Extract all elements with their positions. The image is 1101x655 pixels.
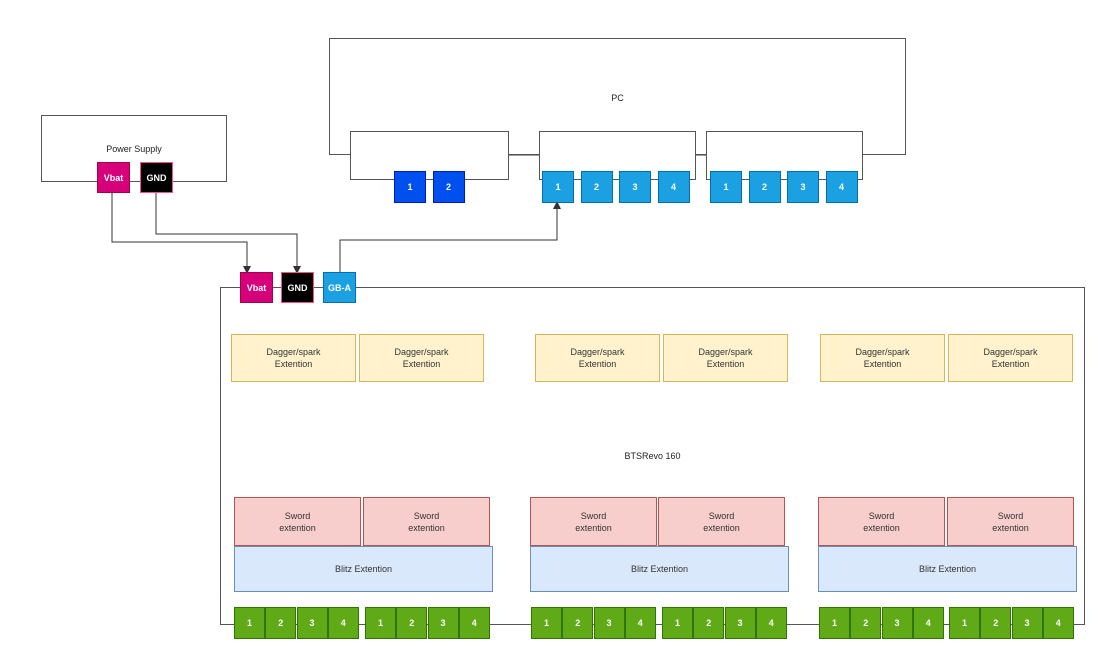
power-supply-vbat-port: Vbat (97, 162, 130, 193)
green-port: 3 (724, 607, 756, 639)
green-port: 1 (819, 607, 850, 639)
gba-wire (339, 201, 561, 272)
green-port: 3 (881, 607, 913, 639)
green-port: 2 (693, 607, 725, 639)
pc-port: 2 (580, 171, 613, 203)
dagger-extension: Dagger/spark Extention (359, 334, 484, 382)
green-port: 2 (396, 607, 428, 639)
green-port: 1 (234, 607, 265, 639)
dagger-extension: Dagger/spark Extention (948, 334, 1073, 382)
blitz-extension: Blitz Extention (234, 546, 493, 592)
pc-port: 1 (542, 171, 574, 203)
green-port: 2 (980, 607, 1012, 639)
blitz-extension: Blitz Extention (530, 546, 789, 592)
green-port: 2 (850, 607, 882, 639)
power-supply-box: Power Supply (41, 115, 227, 182)
green-port: 4 (755, 607, 787, 639)
green-port: 2 (265, 607, 297, 639)
sword-extension: Sword extention (530, 497, 657, 546)
sword-extension: Sword extention (234, 497, 361, 546)
pc-port-group-a (350, 131, 509, 180)
bts-title: BTSRevo 160 (624, 451, 681, 461)
sword-extension: Sword extention (818, 497, 945, 546)
sword-extension: Sword extention (947, 497, 1074, 546)
green-port: 1 (662, 607, 693, 639)
bts-gba-port: GB-A (323, 272, 356, 303)
green-port: 1 (949, 607, 980, 639)
sword-extension: Sword extention (363, 497, 490, 546)
green-port: 4 (912, 607, 944, 639)
pc-port: 2 (432, 171, 465, 203)
sword-extension: Sword extention (658, 497, 785, 546)
green-port: 4 (458, 607, 490, 639)
dagger-extension: Dagger/spark Extention (535, 334, 660, 382)
pc-port: 2 (748, 171, 781, 203)
power-supply-gnd-port: GND (140, 162, 173, 193)
dagger-extension: Dagger/spark Extention (231, 334, 356, 382)
pc-port: 4 (825, 171, 858, 203)
pc-port: 1 (710, 171, 742, 203)
pc-port: 1 (394, 171, 426, 203)
dagger-extension: Dagger/spark Extention (663, 334, 788, 382)
pc-port: 3 (787, 171, 819, 203)
bts-vbat-port: Vbat (240, 272, 273, 303)
pc-port: 3 (619, 171, 651, 203)
green-port: 3 (593, 607, 625, 639)
green-port: 1 (531, 607, 562, 639)
bts-gnd-port: GND (281, 272, 314, 303)
power-supply-title: Power Supply (106, 144, 162, 154)
gnd-wire (155, 193, 301, 274)
pc-port: 4 (657, 171, 690, 203)
green-port: 3 (296, 607, 328, 639)
green-port: 4 (1042, 607, 1074, 639)
dagger-extension: Dagger/spark Extention (820, 334, 945, 382)
green-port: 4 (327, 607, 359, 639)
green-port: 1 (365, 607, 396, 639)
green-port: 4 (624, 607, 656, 639)
vbat-wire (111, 193, 251, 274)
blitz-extension: Blitz Extention (818, 546, 1077, 592)
pc-title: PC (611, 93, 624, 103)
green-port: 3 (1011, 607, 1043, 639)
green-port: 2 (562, 607, 594, 639)
green-port: 3 (427, 607, 459, 639)
